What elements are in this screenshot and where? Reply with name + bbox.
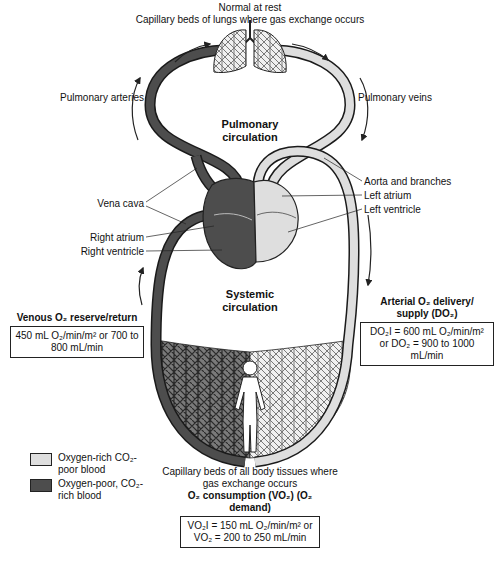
- vessel-label: Pulmonary arteries: [50, 92, 144, 104]
- legend-swatch: [30, 479, 52, 492]
- left-heart: [254, 180, 298, 262]
- box-heading: O₂ consumption (VO₂) (O₂ demand): [185, 490, 315, 514]
- box-value: DO₂I = 600 mL O₂/min/m² or DO₂ = 900 to …: [360, 322, 494, 366]
- circulation-label: Pulmonary circulation: [200, 118, 300, 144]
- part-label: Left ventricle: [364, 204, 484, 216]
- vessel-label: Pulmonary veins: [358, 92, 458, 104]
- flow-arrow: [132, 78, 140, 140]
- box-heading: Venous O₂ reserve/return: [4, 312, 150, 324]
- legend-swatch: [30, 453, 52, 466]
- part-label: Vena cava: [70, 198, 144, 210]
- part-label: Left atrium: [364, 190, 484, 202]
- region-label: Capillary beds of all body tissues where…: [160, 466, 340, 490]
- right-lung: [254, 30, 286, 73]
- leader-lines: [146, 158, 362, 251]
- circulation-label: Systemic circulation: [200, 288, 300, 314]
- legend-text: Oxygen-rich CO₂-poor blood: [58, 452, 144, 476]
- leader-line: [288, 209, 362, 232]
- flow-arrow: [368, 215, 371, 285]
- flow-arrow: [139, 268, 143, 305]
- info-box: Arterial O₂ delivery/ supply (DO₂)DO₂I =…: [358, 296, 496, 366]
- human-figure: [235, 361, 265, 452]
- flow-arrow: [292, 44, 328, 60]
- flow-arrows: [132, 44, 371, 305]
- leader-line: [146, 168, 197, 202]
- leader-line: [146, 250, 222, 251]
- legend-text: Oxygen-poor, CO₂-rich blood: [58, 478, 144, 502]
- flow-arrow: [175, 44, 210, 62]
- info-box: Venous O₂ reserve/return 450 mL O₂/min/m²…: [4, 312, 150, 358]
- heart: [203, 178, 298, 268]
- left-valve-line: [257, 212, 296, 218]
- leader-line: [324, 158, 362, 181]
- legend-row: Oxygen-poor, CO₂-rich blood: [30, 478, 144, 502]
- left-lung: [214, 30, 246, 73]
- legend-row: Oxygen-rich CO₂-poor blood: [30, 452, 144, 476]
- info-box: O₂ consumption (VO₂) (O₂ demand)VO₂I = 1…: [160, 490, 340, 548]
- part-label: Right atrium: [60, 232, 144, 244]
- part-label: Aorta and branches: [364, 176, 484, 188]
- right-heart: [203, 178, 256, 268]
- leader-line: [146, 226, 214, 237]
- diagram-title: Normal at rest: [100, 2, 400, 14]
- right-valve-line: [214, 214, 252, 220]
- flow-arrow: [360, 78, 368, 140]
- box-value: VO₂I = 150 mL O₂/min/m² or VO₂ = 200 to …: [180, 516, 320, 548]
- vessels: [150, 50, 354, 462]
- figure-head: [243, 361, 257, 375]
- leader-line: [146, 206, 186, 224]
- leader-line: [282, 195, 362, 196]
- figure-body: [235, 377, 265, 452]
- lungs: [214, 20, 286, 73]
- box-heading: Arterial O₂ delivery/ supply (DO₂): [367, 296, 487, 320]
- part-label: Right ventricle: [60, 246, 144, 258]
- region-label: Capillary beds of lungs where gas exchan…: [100, 14, 400, 26]
- box-value: 450 mL O₂/min/m² or 700 to 800 mL/min: [10, 326, 144, 358]
